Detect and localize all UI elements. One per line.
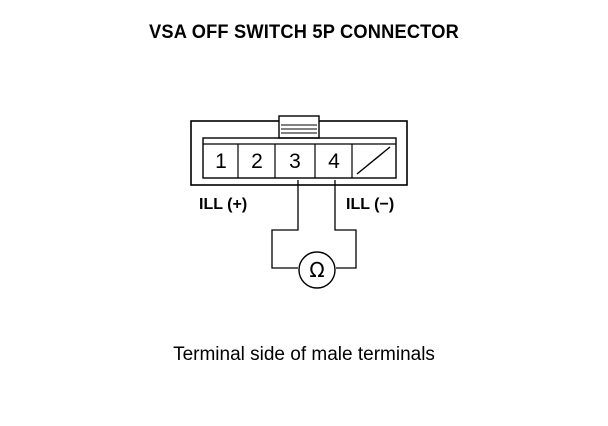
pin-number: 1 xyxy=(215,150,227,173)
ill-positive-label: ILL (+) xyxy=(199,196,247,213)
ohm-symbol: Ω xyxy=(309,258,324,282)
connector-lock-tab xyxy=(278,115,320,139)
terminal-frame xyxy=(202,137,397,179)
diagram-title: VSA OFF SWITCH 5P CONNECTOR xyxy=(149,22,459,43)
unused-terminal-slash xyxy=(356,146,391,175)
diagram-caption: Terminal side of male terminals xyxy=(173,344,435,365)
pin-number: 2 xyxy=(251,150,263,173)
left-probe-wire xyxy=(271,180,299,269)
pin-number: 4 xyxy=(328,150,340,173)
pin-number: 3 xyxy=(289,150,301,173)
ohmmeter-circle xyxy=(298,251,336,289)
ill-negative-label: ILL (−) xyxy=(346,196,394,213)
right-probe-wire xyxy=(334,180,357,269)
